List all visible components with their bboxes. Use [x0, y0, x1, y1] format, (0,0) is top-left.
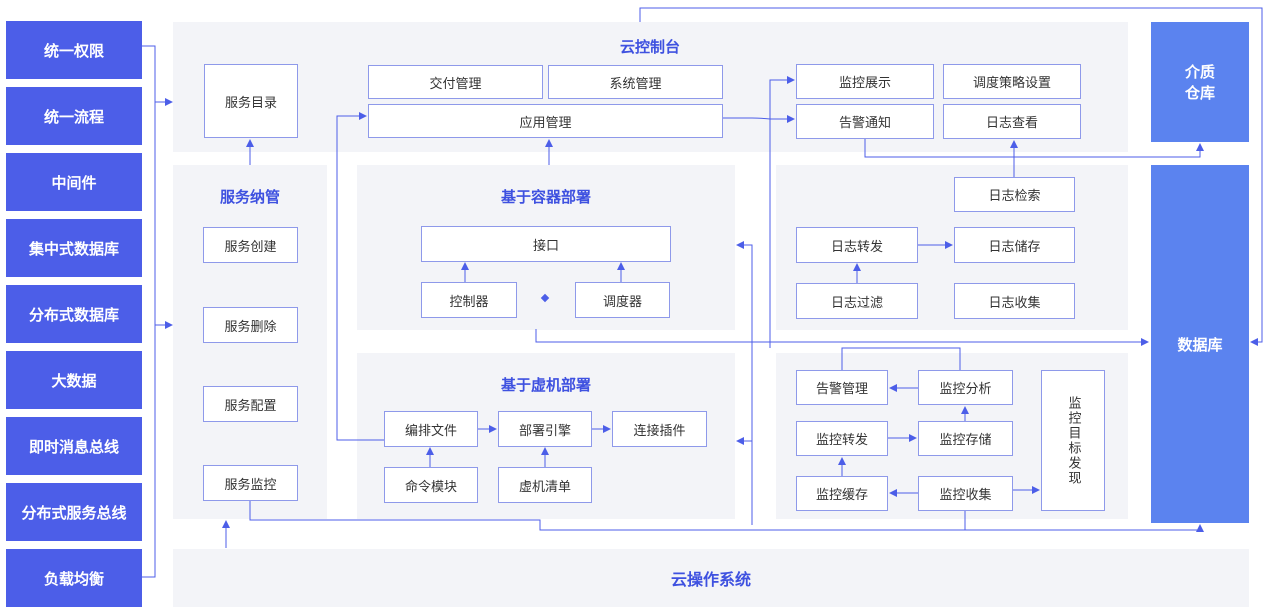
left-item-im-bus[interactable]: 即时消息总线	[6, 417, 142, 475]
monitor-analysis-label: 监控分析	[939, 382, 992, 397]
alert-mgmt-label: 告警管理	[815, 382, 868, 397]
alert-mgmt-box[interactable]: 告警管理	[796, 370, 888, 405]
monitor-target-box[interactable]: 监控目标发现	[1041, 370, 1105, 511]
arrow-trunk-to-container	[736, 241, 753, 525]
controller-box[interactable]: 控制器	[421, 282, 517, 318]
service-config-box[interactable]: 服务配置	[203, 386, 298, 422]
monitor-display-label: 监控展示	[838, 76, 891, 91]
scheduler-label: 调度器	[602, 294, 642, 310]
log-collect-box[interactable]: 日志收集	[954, 283, 1075, 319]
system-mgmt-label: 系统管理	[609, 76, 662, 92]
left-item-label: 分布式服务总线	[21, 503, 127, 522]
container-title: 基于容器部署	[500, 188, 591, 206]
controller-label: 控制器	[449, 294, 489, 310]
service-config-label: 服务配置	[224, 398, 277, 414]
service-monitor-box[interactable]: 服务监控	[203, 465, 298, 501]
service-catalog-label: 服务目录	[224, 95, 277, 111]
log-view-box[interactable]: 日志查看	[943, 104, 1081, 139]
system-mgmt-box[interactable]: 系统管理	[548, 65, 723, 99]
service-create-box[interactable]: 服务创建	[203, 227, 298, 263]
monitor-display-box[interactable]: 监控展示	[796, 64, 934, 99]
left-item-label: 集中式数据库	[28, 239, 119, 258]
log-search-label: 日志检索	[988, 189, 1041, 204]
monitor-collect-label: 监控收集	[939, 488, 992, 503]
service-delete-box[interactable]: 服务删除	[203, 307, 298, 343]
monitor-storage-box[interactable]: 监控存储	[918, 421, 1013, 456]
service-create-label: 服务创建	[224, 239, 277, 255]
monitor-forward-label: 监控转发	[815, 433, 868, 448]
vm-inventory-label: 虚机清单	[518, 479, 571, 495]
vm-title: 基于虚机部署	[500, 376, 591, 394]
left-bracket-line	[142, 45, 156, 578]
left-item-label: 分布式数据库	[28, 305, 119, 324]
service-monitor-label: 服务监控	[224, 477, 277, 493]
left-item-service-bus[interactable]: 分布式服务总线	[6, 483, 142, 541]
connect-plugin-box[interactable]: 连接插件	[612, 411, 707, 447]
interface-box[interactable]: 接口	[421, 226, 671, 262]
interface-label: 接口	[532, 238, 559, 254]
deploy-engine-box[interactable]: 部署引擎	[498, 411, 592, 447]
delivery-mgmt-box[interactable]: 交付管理	[368, 65, 543, 99]
connect-plugin-label: 连接插件	[633, 423, 686, 439]
media-repo[interactable]: 介质 仓库	[1151, 22, 1249, 142]
command-module-label: 命令模块	[404, 479, 457, 495]
monitor-cache-box[interactable]: 监控缓存	[796, 476, 888, 511]
database[interactable]: 数据库	[1151, 165, 1249, 523]
log-view-label: 日志查看	[985, 116, 1038, 131]
left-item-unified-process[interactable]: 统一流程	[6, 87, 142, 145]
database-label: 数据库	[1177, 335, 1223, 354]
log-filter-box[interactable]: 日志过滤	[796, 283, 918, 319]
monitor-target-label: 监控目标发现	[1065, 395, 1081, 486]
app-mgmt-box[interactable]: 应用管理	[368, 104, 723, 138]
schedule-policy-label: 调度策略设置	[972, 76, 1051, 91]
log-filter-label: 日志过滤	[830, 295, 883, 311]
arrow-container-to-db	[535, 329, 1149, 346]
left-item-centralized-db[interactable]: 集中式数据库	[6, 219, 142, 277]
log-forward-box[interactable]: 日志转发	[796, 227, 918, 263]
left-item-big-data[interactable]: 大数据	[6, 351, 142, 409]
monitor-analysis-box[interactable]: 监控分析	[918, 370, 1013, 405]
cloud-os-label: 云操作系统	[670, 570, 751, 589]
orchestration-box[interactable]: 编排文件	[384, 411, 478, 447]
log-store-box[interactable]: 日志储存	[954, 227, 1075, 263]
left-item-middleware[interactable]: 中间件	[6, 153, 142, 211]
monitor-forward-box[interactable]: 监控转发	[796, 421, 888, 456]
delivery-mgmt-label: 交付管理	[429, 76, 482, 92]
left-item-label: 即时消息总线	[28, 437, 119, 456]
monitor-storage-label: 监控存储	[939, 433, 992, 448]
left-item-label: 大数据	[51, 371, 97, 390]
media-repo-label: 介质 仓库	[1184, 63, 1215, 102]
log-collect-label: 日志收集	[988, 295, 1041, 311]
left-item-label: 负载均衡	[43, 569, 104, 588]
orchestration-label: 编排文件	[404, 423, 457, 439]
vm-inventory-box[interactable]: 虚机清单	[498, 467, 592, 503]
alert-notify-box[interactable]: 告警通知	[796, 104, 934, 139]
log-search-box[interactable]: 日志检索	[954, 177, 1075, 212]
service-delete-label: 服务删除	[224, 319, 277, 335]
left-item-label: 统一流程	[43, 107, 104, 126]
left-item-unified-permission[interactable]: 统一权限	[6, 21, 142, 79]
scheduler-box[interactable]: 调度器	[575, 282, 670, 318]
left-item-label: 中间件	[51, 173, 97, 192]
service-catalog-box[interactable]: 服务目录	[204, 64, 298, 138]
command-module-box[interactable]: 命令模块	[384, 467, 478, 503]
log-forward-label: 日志转发	[830, 239, 883, 255]
left-item-distributed-db[interactable]: 分布式数据库	[6, 285, 142, 343]
left-item-label: 统一权限	[43, 41, 104, 60]
left-item-load-balance[interactable]: 负载均衡	[6, 549, 142, 607]
alert-notify-label: 告警通知	[838, 116, 891, 131]
app-mgmt-label: 应用管理	[519, 115, 572, 131]
log-store-label: 日志储存	[988, 239, 1041, 255]
service-mgmt-title: 服务纳管	[219, 188, 280, 206]
monitor-collect-box[interactable]: 监控收集	[918, 476, 1013, 511]
monitor-cache-label: 监控缓存	[815, 488, 868, 503]
cloud-os-bar: 云操作系统	[173, 549, 1249, 607]
schedule-policy-box[interactable]: 调度策略设置	[943, 64, 1081, 99]
cloud-console-title: 云控制台	[619, 38, 680, 56]
deploy-engine-label: 部署引擎	[518, 423, 571, 439]
